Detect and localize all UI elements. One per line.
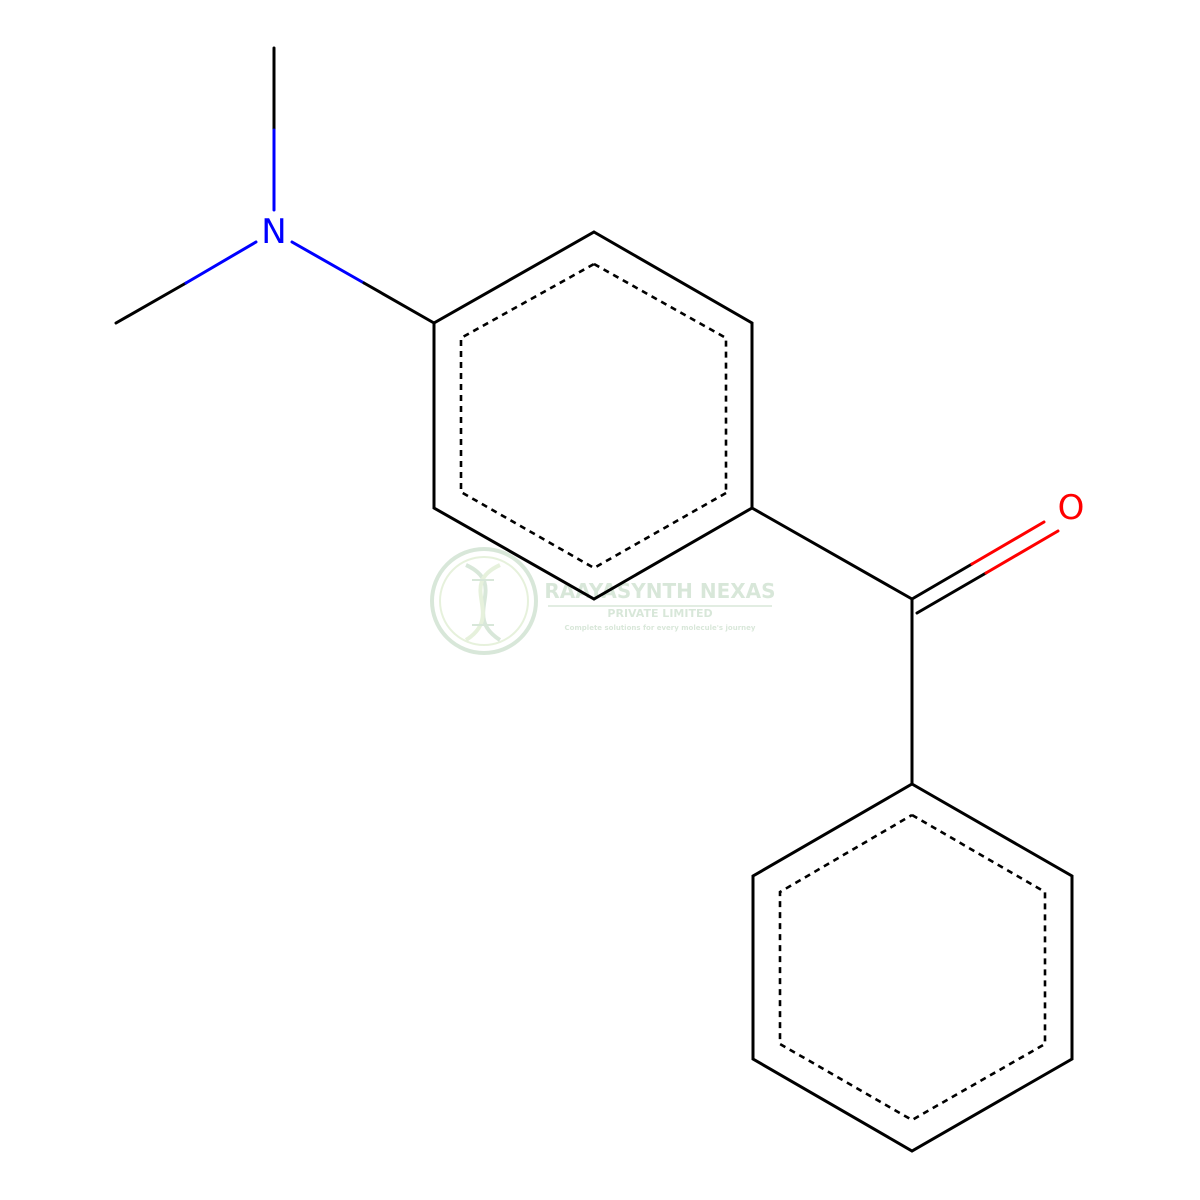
watermark-company-type: PRIVATE LIMITED <box>607 607 712 620</box>
methyl-left-bond <box>114 240 258 325</box>
oxygen-atom-label: O <box>1058 488 1085 528</box>
ring-carbonyl-bond <box>750 506 914 601</box>
carbonyl-double-bond <box>910 520 1060 615</box>
watermark: RAAYASYNTH NEXAS PRIVATE LIMITED Complet… <box>430 547 776 655</box>
aminophenyl-ring <box>432 230 754 601</box>
dna-helix-icon <box>430 547 538 655</box>
nitrogen-ring-bond <box>290 240 436 325</box>
watermark-tagline: Complete solutions for every molecule's … <box>565 624 756 632</box>
phenyl-ring <box>751 782 1074 1153</box>
nitrogen-atom-label: N <box>261 212 286 252</box>
